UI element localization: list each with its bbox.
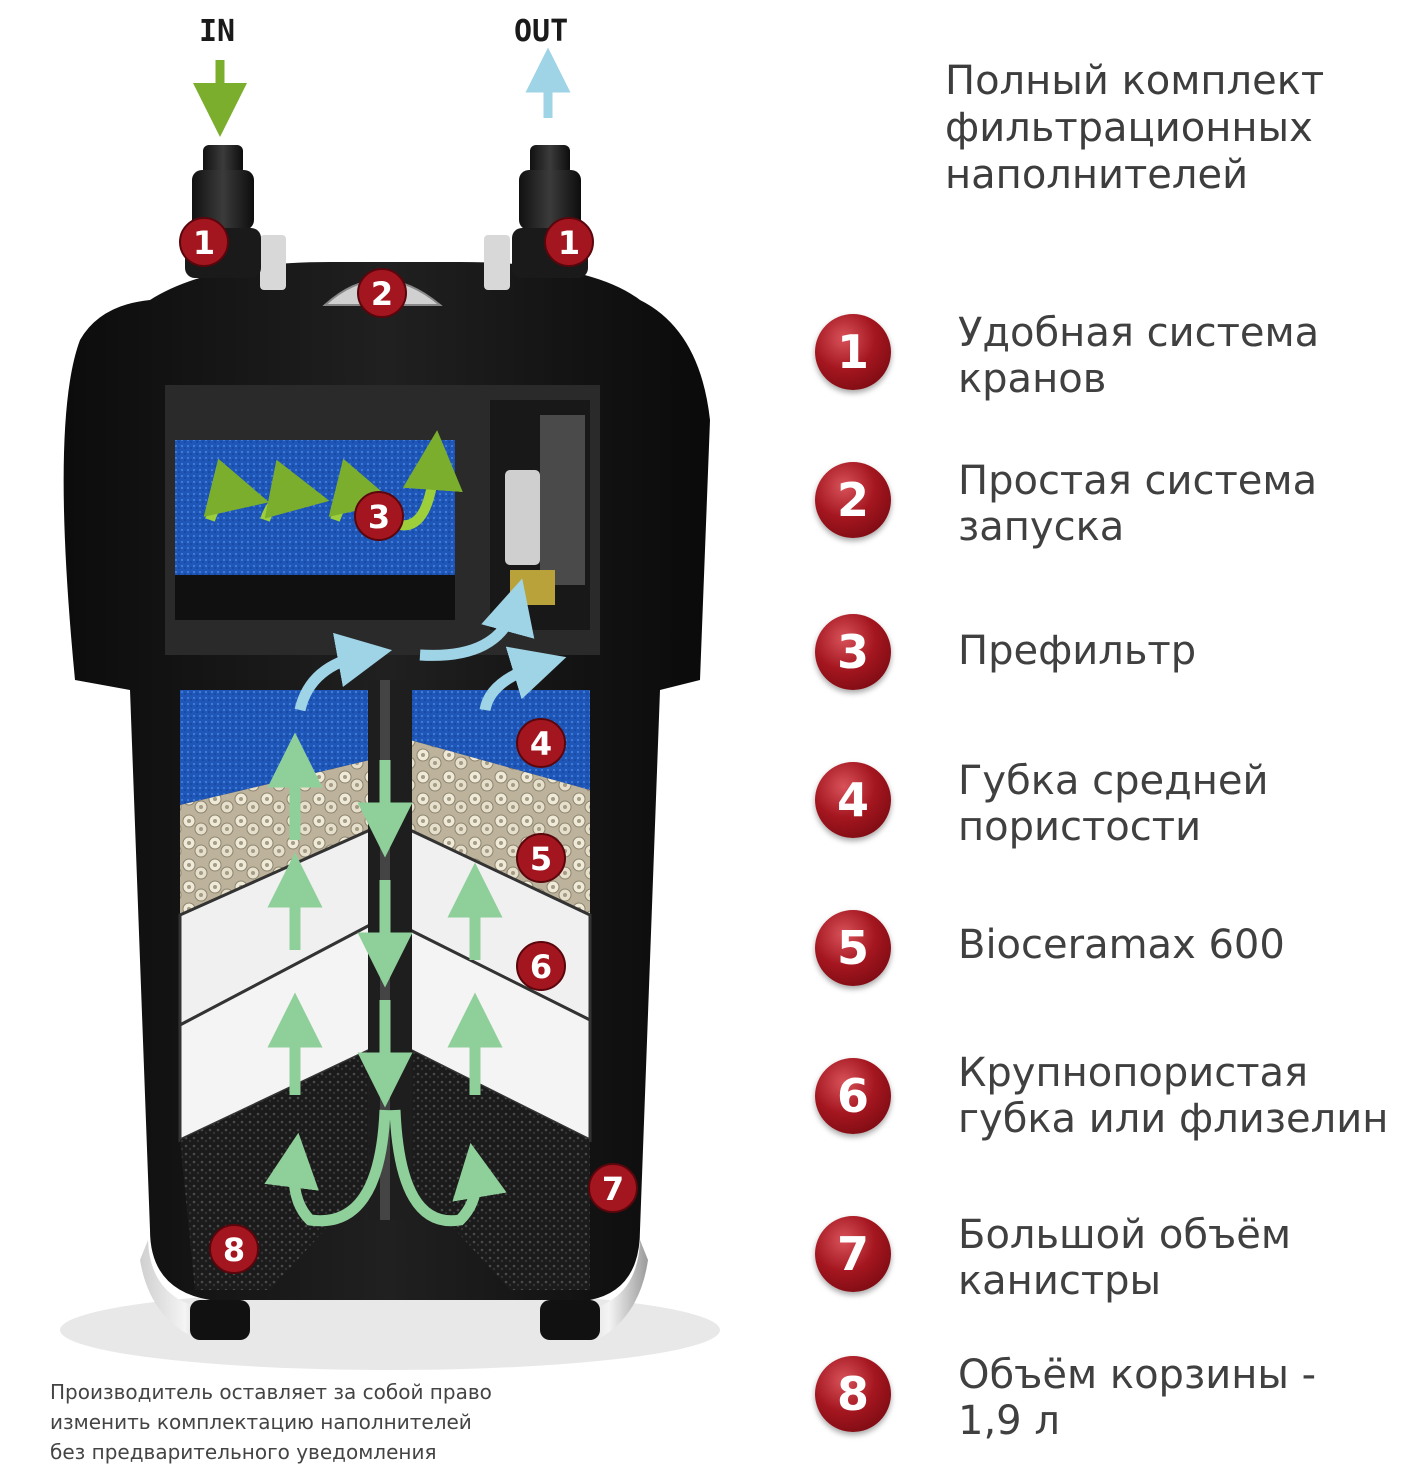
heading: Полный комплект фильтрационных наполните… [945, 58, 1385, 199]
legend-badge-8: 8 [815, 1356, 891, 1432]
heading-line-2: фильтрационных [945, 105, 1313, 151]
marker-1-left: 1 [179, 217, 229, 267]
legend-text-2: Простая система запуска [958, 458, 1318, 550]
legend-item-6: 6 Крупнопористая губка или флизелин [815, 1050, 1405, 1170]
legend-item-1: 1 Удобная система кранов [815, 310, 1405, 430]
heading-line-3: наполнителей [945, 152, 1249, 198]
svg-text:1: 1 [193, 224, 215, 262]
legend-text-7: Большой объём канистры [958, 1212, 1292, 1304]
marker-1-right: 1 [544, 217, 594, 267]
svg-text:1: 1 [558, 224, 580, 262]
legend-item-7: 7 Большой объём канистры [815, 1212, 1405, 1332]
canister-filter-illustration: 1 1 2 3 4 5 6 7 [60, 47, 720, 1370]
legend-item-3: 3 Префильтр [815, 610, 1405, 730]
marker-5: 5 [516, 833, 566, 883]
legend-text-1: Удобная система кранов [958, 310, 1320, 402]
legend-text-3: Префильтр [958, 628, 1197, 674]
disclaimer-note: Производитель оставляет за собой право и… [50, 1380, 492, 1464]
legend-badge-7: 7 [815, 1216, 891, 1292]
flow-arrows [264, 732, 507, 1227]
legend-badge-4: 4 [815, 762, 891, 838]
legend-text-8: Объём корзины - 1,9 л [958, 1352, 1317, 1444]
marker-3: 3 [354, 491, 404, 541]
svg-text:7: 7 [602, 1170, 624, 1208]
svg-text:5: 5 [530, 840, 552, 878]
svg-text:8: 8 [223, 1231, 245, 1269]
marker-6: 6 [516, 941, 566, 991]
in-label: IN [199, 14, 236, 49]
legend-badge-2: 2 [815, 462, 891, 538]
legend-badge-5: 5 [815, 910, 891, 986]
legend-item-8: 8 Объём корзины - 1,9 л [815, 1352, 1405, 1472]
svg-text:6: 6 [530, 948, 552, 986]
legend-badge-3: 3 [815, 614, 891, 690]
legend-item-5: 5 Bioceramax 600 [815, 906, 1405, 1026]
svg-text:3: 3 [368, 498, 390, 536]
marker-2: 2 [357, 268, 407, 318]
svg-text:2: 2 [371, 275, 393, 313]
legend-item-2: 2 Простая система запуска [815, 458, 1405, 578]
legend-text-5: Bioceramax 600 [958, 922, 1285, 968]
marker-7: 7 [588, 1163, 638, 1213]
legend-text-6: Крупнопористая губка или флизелин [958, 1050, 1389, 1142]
marker-4: 4 [516, 718, 566, 768]
legend-text-4: Губка средней пористости [958, 758, 1269, 850]
legend-item-4: 4 Губка средней пористости [815, 758, 1405, 878]
legend-badge-6: 6 [815, 1058, 891, 1134]
svg-text:4: 4 [530, 725, 552, 763]
out-label: OUT [514, 14, 569, 49]
heading-line-1: Полный комплект [945, 58, 1325, 104]
marker-8: 8 [209, 1224, 259, 1274]
legend-badge-1: 1 [815, 314, 891, 390]
